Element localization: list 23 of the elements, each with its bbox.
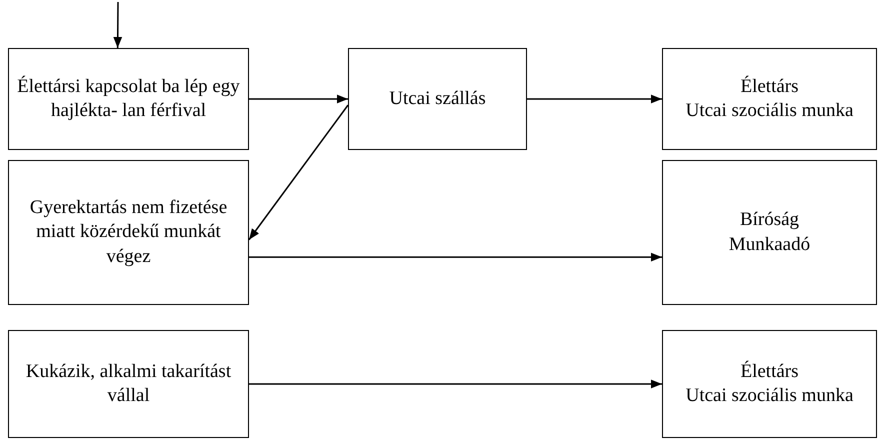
process-box (348, 48, 527, 150)
process-box (8, 48, 249, 150)
arrow (249, 252, 662, 262)
box-text: Utcai szociális munka (686, 384, 854, 408)
box-text: Gyerektartás nem fizetése miatt közérdekű munkát végez (28, 196, 228, 269)
process-box (662, 160, 877, 305)
arrow (527, 94, 662, 104)
box-text: Utcai szociális munka (686, 99, 854, 123)
process-box (8, 330, 249, 438)
box-text: Bíróság (740, 208, 800, 232)
process-box (662, 330, 877, 438)
process-box (662, 48, 877, 150)
arrow (249, 94, 348, 104)
box-text: Kukázik, alkalmi takarítást vállal (24, 360, 232, 408)
box-text: Élettárs (740, 360, 799, 384)
arrow (248, 104, 349, 240)
process-box (8, 160, 249, 305)
arrow (113, 2, 122, 48)
box-text: Élettársi kapcsolat ba lép egy hajlékta- lan férfival (16, 74, 241, 123)
box-text: Utcai szállás (389, 86, 486, 111)
arrow (249, 380, 662, 388)
box-text: Munkaadó (728, 232, 810, 256)
box-text: Élettárs (740, 74, 799, 99)
